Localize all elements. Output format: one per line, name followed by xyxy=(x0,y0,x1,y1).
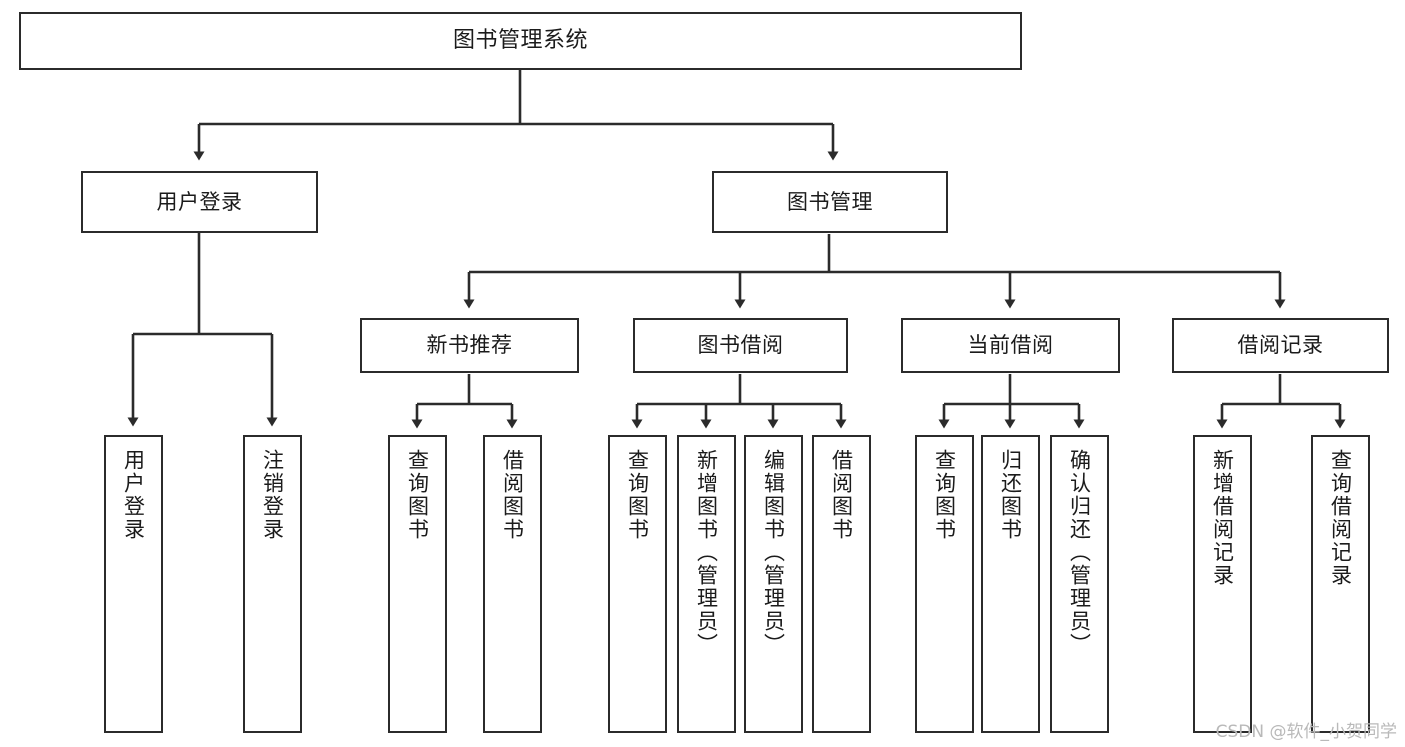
node-leaf-edit-book[interactable]: 编辑图书（管理员） xyxy=(744,435,803,733)
node-leaf-query-book-1[interactable]: 查询图书 xyxy=(388,435,447,733)
node-leaf-query-book-3-label: 查询图书 xyxy=(932,449,957,541)
node-leaf-add-book-label: 新增图书（管理员） xyxy=(694,449,719,656)
node-leaf-add-record-label: 新增借阅记录 xyxy=(1210,449,1235,587)
node-leaf-user-logout-label: 注销登录 xyxy=(260,449,285,541)
node-borrow-record-label: 借阅记录 xyxy=(1237,333,1324,358)
node-leaf-borrow-book-1-label: 借阅图书 xyxy=(500,449,525,541)
node-leaf-query-book-3[interactable]: 查询图书 xyxy=(915,435,974,733)
node-leaf-add-book[interactable]: 新增图书（管理员） xyxy=(677,435,736,733)
node-book-borrow-label: 图书借阅 xyxy=(697,333,784,358)
node-book-manage-label: 图书管理 xyxy=(787,189,873,214)
node-user-login[interactable]: 用户登录 xyxy=(81,171,318,233)
node-leaf-query-record-label: 查询借阅记录 xyxy=(1328,449,1353,587)
node-leaf-query-book-2[interactable]: 查询图书 xyxy=(608,435,667,733)
node-leaf-borrow-book-1[interactable]: 借阅图书 xyxy=(483,435,542,733)
node-leaf-return-book[interactable]: 归还图书 xyxy=(981,435,1040,733)
node-new-book-recommend-label: 新书推荐 xyxy=(426,333,513,358)
node-leaf-borrow-book-2-label: 借阅图书 xyxy=(829,449,854,541)
node-leaf-borrow-book-2[interactable]: 借阅图书 xyxy=(812,435,871,733)
node-current-borrow[interactable]: 当前借阅 xyxy=(901,318,1120,373)
node-leaf-query-book-2-label: 查询图书 xyxy=(625,449,650,541)
node-book-borrow[interactable]: 图书借阅 xyxy=(633,318,848,373)
node-root-system-label: 图书管理系统 xyxy=(452,28,588,54)
node-leaf-user-logout[interactable]: 注销登录 xyxy=(243,435,302,733)
node-leaf-user-login[interactable]: 用户登录 xyxy=(104,435,163,733)
node-leaf-query-book-1-label: 查询图书 xyxy=(405,449,430,541)
node-root-system[interactable]: 图书管理系统 xyxy=(19,12,1022,70)
node-leaf-edit-book-label: 编辑图书（管理员） xyxy=(761,449,786,656)
node-new-book-recommend[interactable]: 新书推荐 xyxy=(360,318,579,373)
node-leaf-return-book-label: 归还图书 xyxy=(998,449,1023,541)
node-book-manage[interactable]: 图书管理 xyxy=(712,171,948,233)
node-current-borrow-label: 当前借阅 xyxy=(967,333,1054,358)
node-leaf-add-record[interactable]: 新增借阅记录 xyxy=(1193,435,1252,733)
node-leaf-confirm-return[interactable]: 确认归还（管理员） xyxy=(1050,435,1109,733)
node-borrow-record[interactable]: 借阅记录 xyxy=(1172,318,1389,373)
node-leaf-confirm-return-label: 确认归还（管理员） xyxy=(1067,449,1092,656)
node-leaf-query-record[interactable]: 查询借阅记录 xyxy=(1311,435,1370,733)
node-leaf-user-login-label: 用户登录 xyxy=(121,449,146,541)
node-user-login-label: 用户登录 xyxy=(156,189,243,214)
csdn-watermark: CSDN @软件_小贺同学 xyxy=(1215,722,1397,742)
